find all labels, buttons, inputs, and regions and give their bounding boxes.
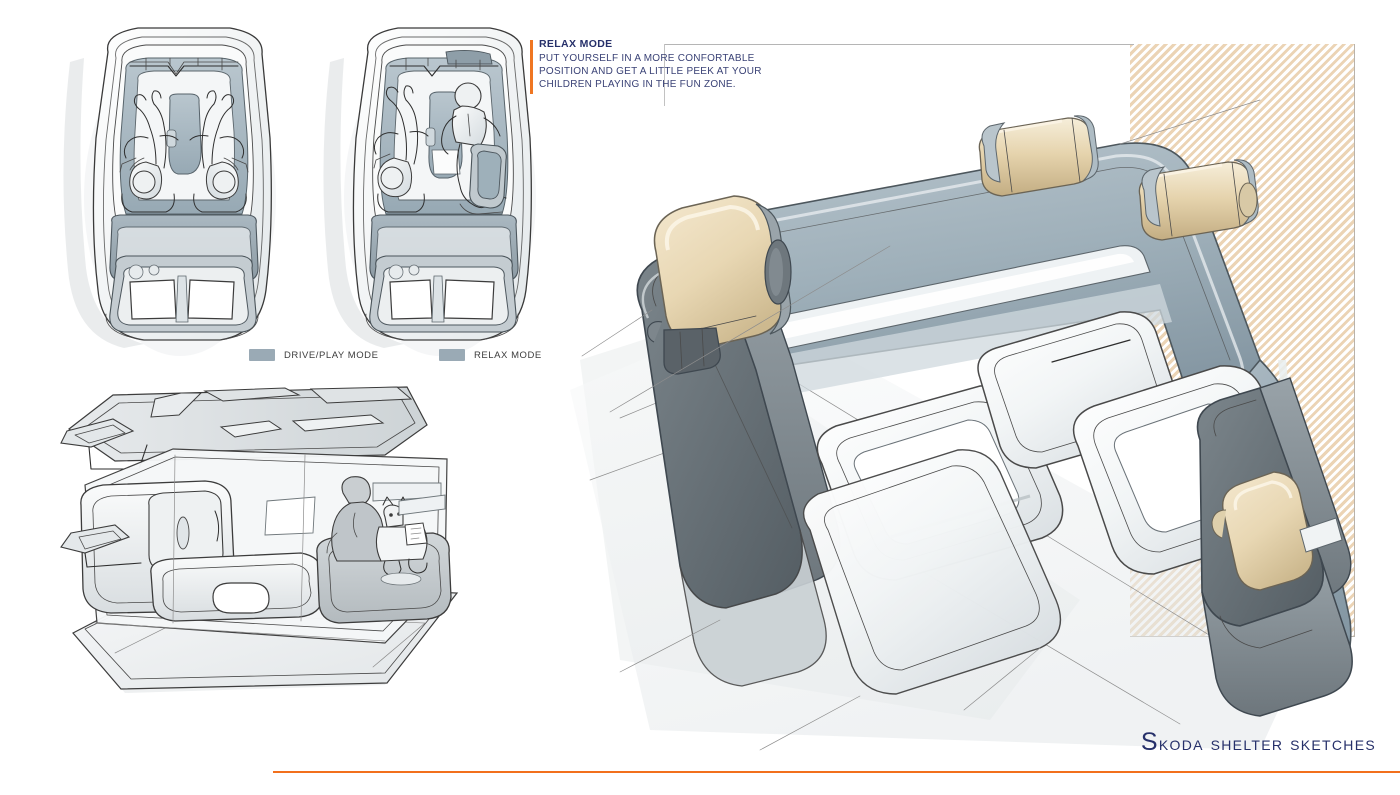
board-title: Skoda shelter sketches (1141, 728, 1376, 757)
legend-label-relax-mode: RELAX MODE (474, 349, 542, 361)
callout-line-1: PUT YOURSELF IN A MORE CONFORTABLE (539, 53, 755, 64)
callout-leader-horizontal (664, 44, 1134, 45)
sketch-overhead-relax-mode (323, 27, 536, 356)
callout-heading: RELAX MODE (539, 38, 613, 50)
sketch-interior-perspective-fun-zone (60, 386, 459, 693)
legend-swatch-relax-mode (439, 349, 465, 361)
tan-bolster-right (1138, 159, 1259, 241)
callout-leader-vertical (664, 44, 665, 106)
sketch-overhead-drive-play-mode (63, 27, 276, 356)
sketch-main-lounge-render (570, 99, 1353, 751)
tan-side-cushion (1211, 471, 1314, 591)
legend-item-drive-play-mode: DRIVE/PLAY MODE (249, 349, 378, 361)
tan-bolster-left (978, 115, 1099, 197)
callout-line-3: CHILDREN PLAYING IN THE FUN ZONE. (539, 79, 736, 91)
callout-body: PUT YOURSELF IN A MORE CONFORTABLE POSIT… (539, 52, 769, 92)
callout-relax-mode: RELAX MODE PUT YOURSELF IN A MORE CONFOR… (530, 38, 769, 94)
footer-accent-rule (273, 771, 1400, 773)
tan-headrest (653, 195, 792, 349)
legend-label-drive-play-mode: DRIVE/PLAY MODE (284, 349, 379, 361)
legend-item-relax-mode: RELAX MODE (439, 349, 542, 361)
legend-swatch-drive-play-mode (249, 349, 275, 361)
callout-line-2: POSITION AND GET A LITTLE PEEK AT YOUR (539, 66, 762, 78)
board-title-rest: koda shelter sketches (1158, 733, 1376, 755)
board-title-lead: S (1140, 728, 1159, 756)
